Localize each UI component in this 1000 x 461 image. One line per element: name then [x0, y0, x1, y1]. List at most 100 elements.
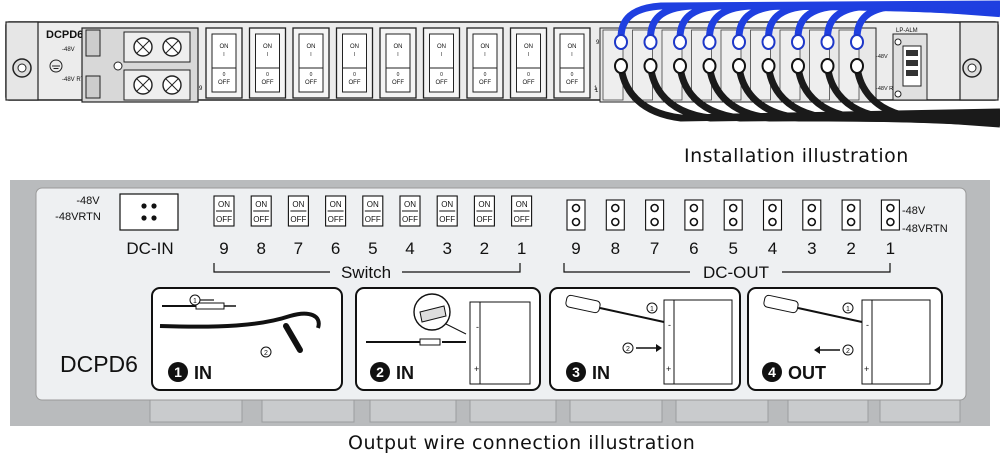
panel-input-label-rtn: -48V RTN	[62, 77, 89, 83]
breaker-off-label: OFF	[218, 80, 230, 86]
output-caption: Output wire connection illustration	[348, 432, 696, 454]
dcout-label-neg: -48V	[902, 205, 926, 217]
plate-switch-off: OFF	[439, 215, 455, 224]
black-wire-terminal	[791, 58, 805, 74]
breaker-on-label: ON	[568, 44, 577, 50]
step-4-num: 4	[768, 364, 776, 380]
dcin-label-rtn: -48VRTN	[55, 211, 101, 223]
mount-screw-left-icon	[12, 58, 32, 78]
plate-dcout-8: 8	[605, 199, 625, 258]
breaker-off-label: OFF	[262, 80, 274, 86]
dcin-label-neg: -48V	[76, 195, 100, 207]
plate-switch-off: OFF	[402, 215, 418, 224]
breaker-on-label: ON	[524, 44, 533, 50]
step-2-plus: +	[474, 364, 479, 374]
plate-dcout-number: 1	[886, 239, 895, 258]
breaker-o-mark: 0	[397, 72, 400, 78]
output-label-neg: -48V	[876, 54, 888, 60]
breaker-o-mark: 0	[527, 72, 530, 78]
callout-2	[260, 346, 272, 358]
dcin-title: DC-IN	[126, 239, 173, 258]
breaker-off-label: OFF	[566, 80, 578, 86]
breaker-o-mark: 0	[571, 72, 574, 78]
blue-wire-terminal	[791, 34, 805, 50]
plate-dcout-number: 5	[728, 239, 737, 258]
plate-switch-off: OFF	[365, 215, 381, 224]
step-3-num: 3	[572, 364, 580, 380]
breaker-off-label: OFF	[479, 80, 491, 86]
plate-dcout-6: 6	[684, 199, 704, 258]
plate-model: DCPD6	[60, 351, 138, 377]
step-1-num: 1	[174, 364, 182, 380]
step-3-callout-2-num: 2	[626, 346, 630, 353]
breaker-on-label: ON	[263, 44, 272, 50]
plate-switch-on: ON	[441, 200, 453, 209]
plate-dcout-2: 2	[841, 199, 861, 258]
output-label-rtn: -48V RTN	[876, 86, 900, 92]
breaker-mark: I	[397, 52, 398, 58]
breaker-row: ONI0OFFONI0OFFONI0OFFONI0OFFONI0OFFONI0O…	[205, 27, 591, 99]
breaker-o-mark: 0	[266, 72, 269, 78]
dcout-bracket	[563, 263, 891, 273]
plate-dcout-number: 9	[571, 239, 580, 258]
blue-wire-terminal	[702, 34, 717, 50]
switch-title: Switch	[341, 263, 391, 282]
plate-dcout-number: 8	[611, 239, 620, 258]
plate-switch-on: ON	[218, 200, 230, 209]
black-wire-terminal	[702, 58, 717, 74]
plate-switch-on: ON	[367, 200, 379, 209]
breaker-on-label: ON	[437, 44, 446, 50]
step-4-badge	[762, 362, 782, 382]
black-wire-terminal	[673, 58, 687, 74]
breaker-o-mark: 0	[310, 72, 313, 78]
label-plate: -48V -48VRTN DC-IN ON OFF 9 ON OFF 8 ON OFF 7 ONO…	[10, 180, 990, 426]
step-1: 1 2 1 IN	[151, 287, 343, 391]
breaker-o-mark: 0	[353, 72, 356, 78]
plate-dcout-3: 3	[802, 199, 822, 258]
blue-wire-terminal	[761, 34, 776, 50]
breaker-on-label: ON	[220, 44, 229, 50]
callout-1-num: 1	[193, 298, 197, 305]
blue-wire-terminal	[732, 34, 746, 50]
breaker-o-mark: 0	[223, 72, 226, 78]
blue-wire-terminal	[643, 34, 658, 50]
step-3-callout-1-num: 1	[650, 306, 654, 313]
black-wire-terminal	[850, 58, 864, 74]
plate-switch-off: OFF	[328, 215, 344, 224]
plate-switch-off: OFF	[476, 215, 492, 224]
breaker-mark: I	[528, 52, 529, 58]
panel-input-label-neg: -48V	[62, 47, 75, 53]
plate-switch-off: OFF	[514, 215, 530, 224]
blue-wire-terminal	[614, 34, 628, 50]
plate-dcout-number: 7	[650, 239, 659, 258]
plate-switch-off: OFF	[290, 215, 306, 224]
breaker-off-label: OFF	[349, 80, 361, 86]
breaker-o-mark: 0	[484, 72, 487, 78]
dcin-terminal-icon	[141, 203, 157, 221]
breaker-mark: I	[571, 52, 572, 58]
plate-switch-number: 9	[219, 239, 228, 258]
mount-screw-right-icon	[962, 58, 982, 78]
plate-dcout-5: 5	[723, 199, 743, 258]
plate-dcout-1: 1	[880, 199, 900, 258]
breaker-on-label: ON	[394, 44, 403, 50]
step-2-badge	[370, 362, 390, 382]
plate-dcout-number: 4	[768, 239, 777, 258]
blue-wire	[617, 0, 1000, 39]
step-3-minus: -	[668, 320, 671, 330]
blue-wire-terminal	[850, 34, 864, 50]
switch-bracket	[213, 263, 521, 273]
screwdriver-icon	[763, 294, 863, 323]
